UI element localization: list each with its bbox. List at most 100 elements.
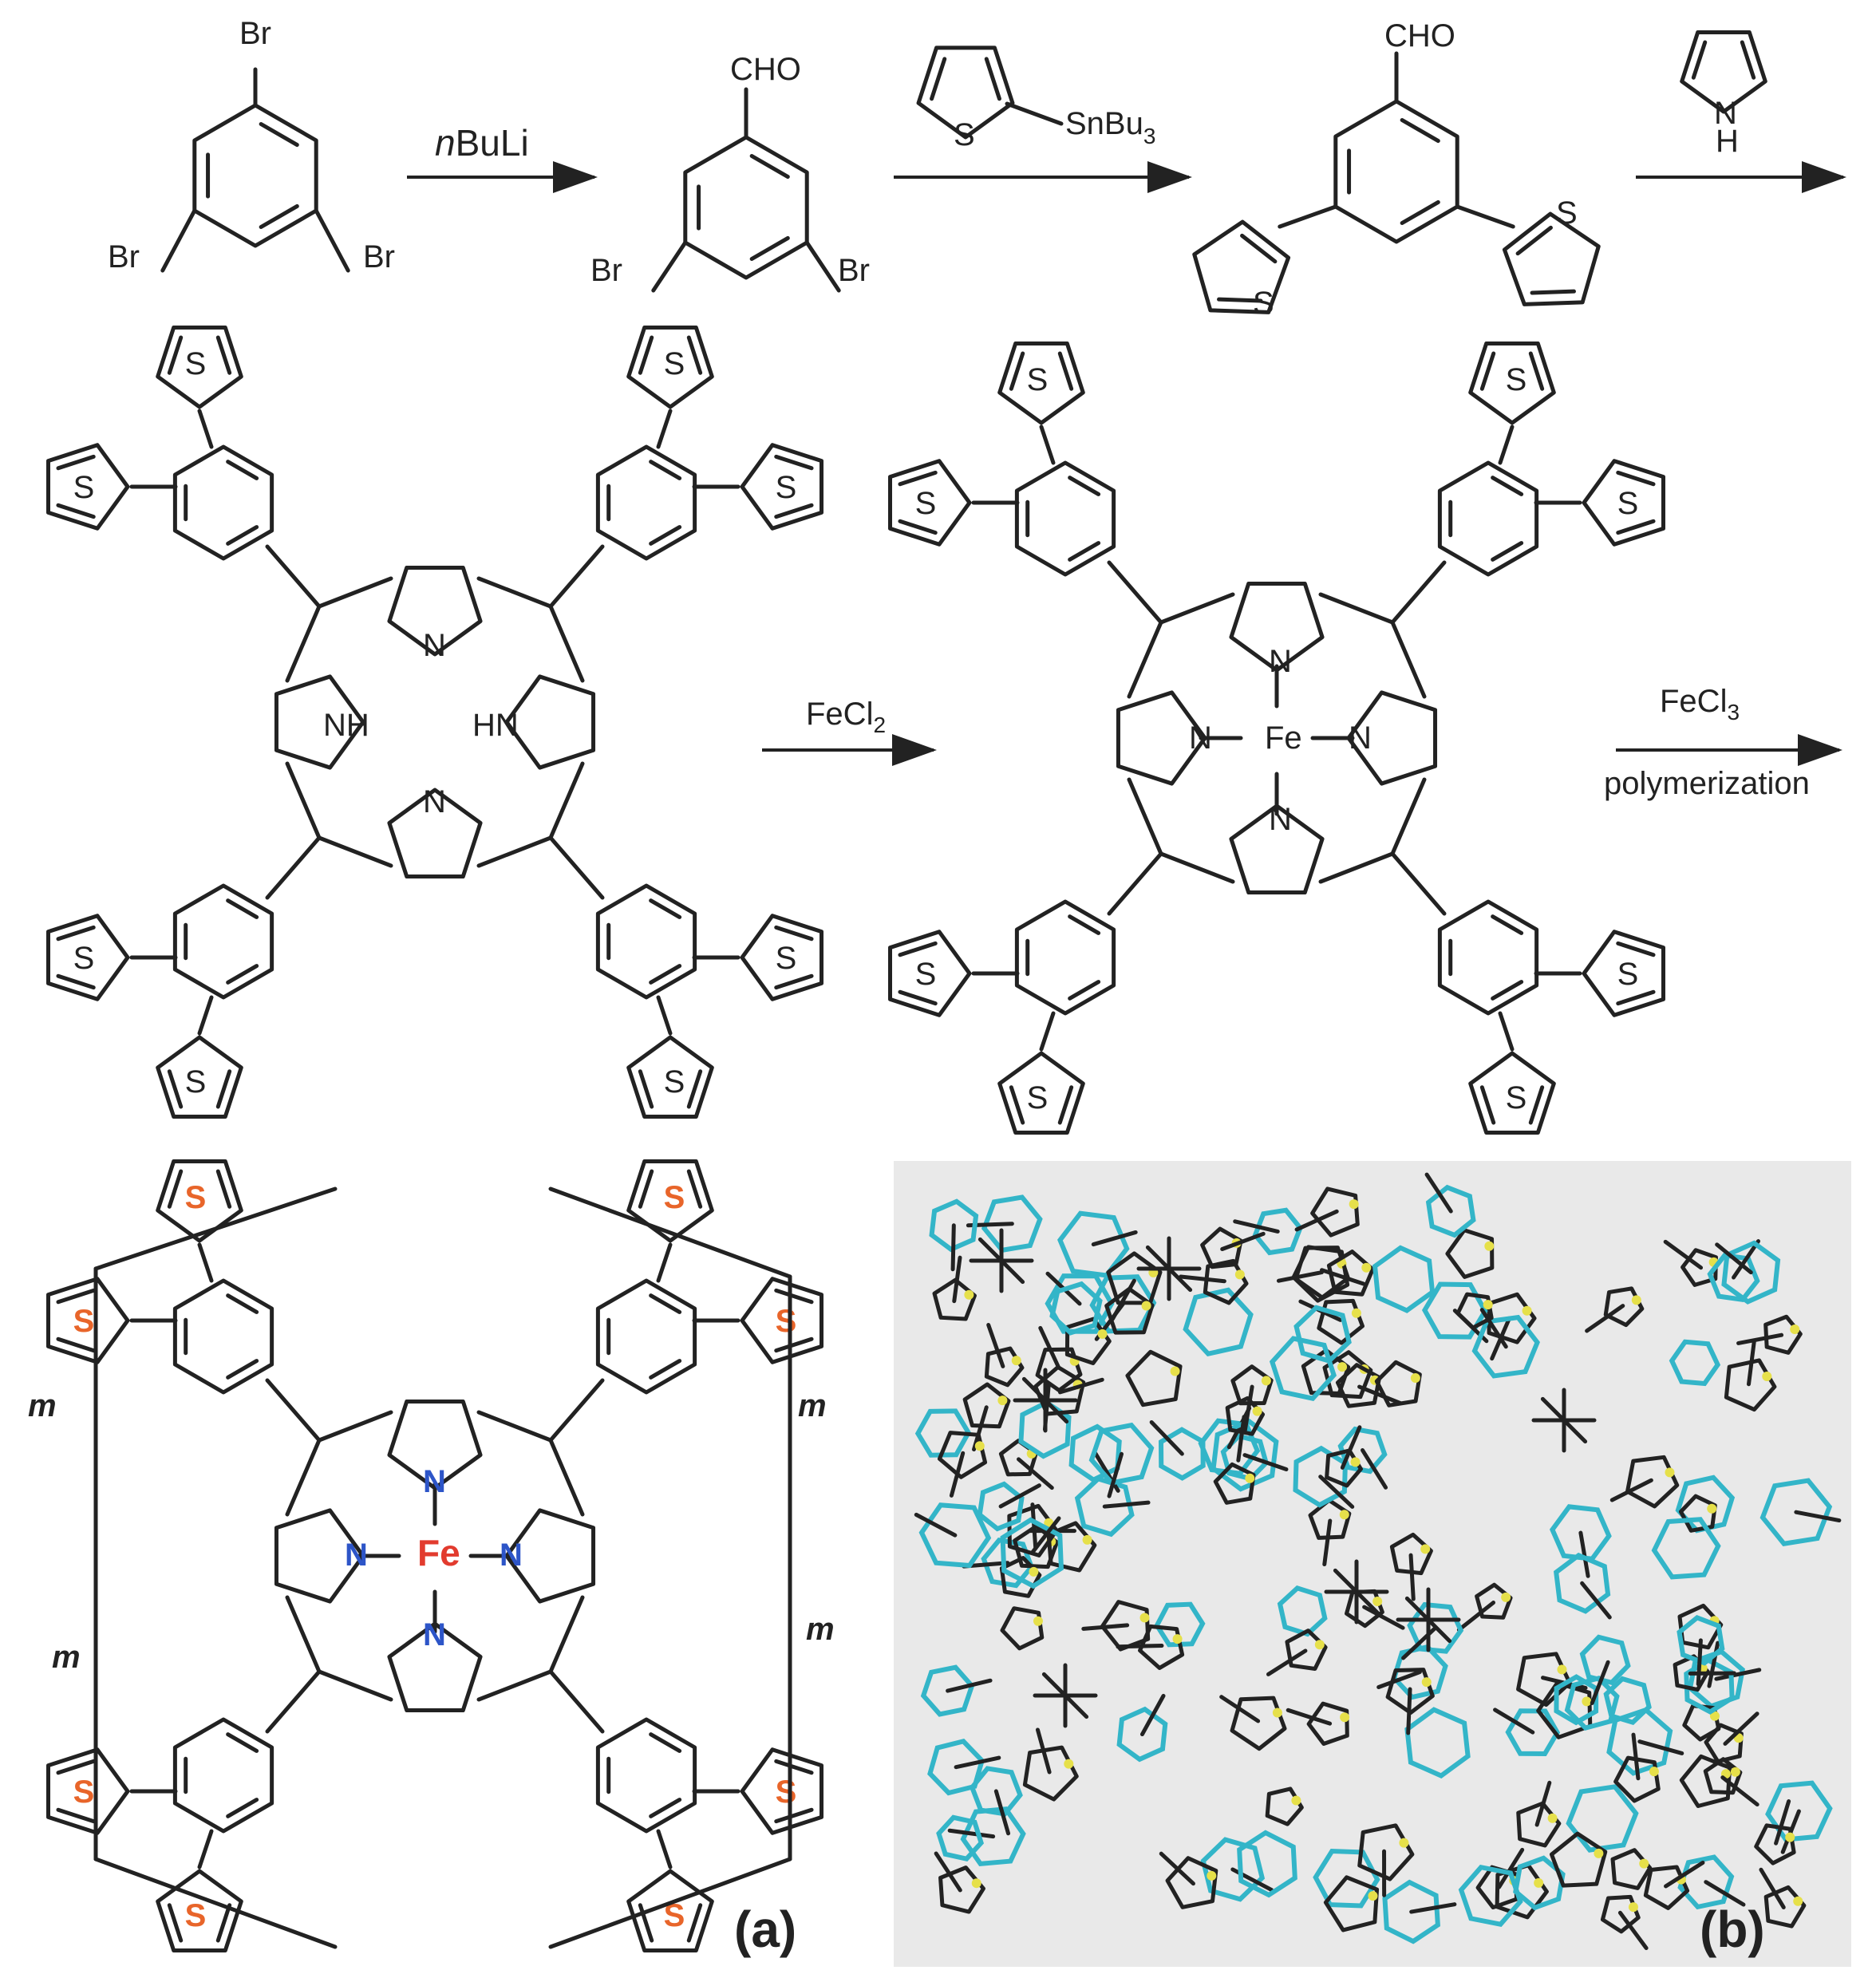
- model-benzene-69: [929, 1198, 979, 1253]
- model-link-bond: [1720, 1775, 1759, 1807]
- model-thiophene-139: [1704, 1723, 1744, 1764]
- model-thiophene-51: [1445, 1228, 1495, 1279]
- model-sulfur-atom: [1649, 1767, 1659, 1777]
- model-link-bond: [1759, 1867, 1786, 1909]
- por2-thiophene-b-0-double-bond: [898, 519, 938, 535]
- por1-aryl-ring-3: [595, 883, 697, 1000]
- model-link-bond: [1590, 1660, 1610, 1706]
- por2-thiophene-a-2-double-bond: [1057, 1085, 1074, 1125]
- model-sulfur-atom: [1349, 1199, 1359, 1210]
- model-thiophene-67: [1265, 1786, 1304, 1826]
- por2-aryl-ring-2-double-bond: [1068, 980, 1101, 1001]
- model-link-bond: [972, 1405, 989, 1452]
- model-link-bond: [934, 1851, 962, 1893]
- model-link-bond: [998, 1483, 1041, 1509]
- model-thiophene-112: [1323, 1875, 1380, 1933]
- model-thiophene-62: [1610, 1848, 1653, 1890]
- model-sulfur-atom: [1793, 1896, 1803, 1906]
- dibromobenzaldehyde: [651, 87, 841, 293]
- por2-meso-b-0: [1127, 620, 1163, 699]
- por1-meso-b-0: [285, 604, 322, 683]
- model-thiophene-89: [1613, 1755, 1661, 1803]
- model-sulfur-atom: [1314, 1640, 1325, 1650]
- model-thiophene-134: [1325, 1448, 1363, 1488]
- poly-meso-b-3: [548, 1595, 585, 1674]
- reagent2-sn-bond: [1005, 101, 1064, 126]
- por2-thiophene-a-0-double-bond: [1009, 351, 1025, 391]
- poly-thiophene-a-3-double-bond: [638, 1903, 654, 1943]
- model-link-bond: [1707, 1640, 1720, 1688]
- model-link-bond: [1220, 1231, 1266, 1252]
- por2-thiophene-a-2: [997, 1051, 1085, 1135]
- model-benzene-39: [1183, 1287, 1254, 1357]
- model-sulfur-atom: [1501, 1592, 1511, 1602]
- por2-thiophene-s-a-2: S: [1027, 1080, 1049, 1115]
- model-thiophene-53: [1200, 1226, 1243, 1269]
- model-thiophene-12: [1475, 1582, 1513, 1620]
- poly-thiophene-a-1-double-bond: [686, 1169, 703, 1209]
- por1-meso-a-0: [317, 576, 393, 609]
- tribromobenzene-ring-double-bond: [259, 203, 299, 230]
- model-sulfur-atom: [1709, 1711, 1720, 1721]
- model-benzene-98: [1458, 1864, 1523, 1927]
- por1-n-top: N: [423, 628, 446, 663]
- por1-aryl-ring-0-double-bond: [226, 525, 259, 546]
- model-link-bond: [1663, 1239, 1704, 1270]
- model-sulfur-atom: [1762, 1371, 1772, 1381]
- model-benzene-45: [1211, 1418, 1279, 1492]
- model-thiophene-135: [1703, 1757, 1743, 1795]
- model-thiophene-82: [1643, 1865, 1690, 1910]
- por1-meso-a-1: [476, 576, 553, 609]
- model-benzene-4: [1074, 1476, 1135, 1538]
- poly-aryl-ring-0-double-bond: [226, 1293, 259, 1314]
- model-link-bond: [1038, 1325, 1061, 1370]
- por1-thiophene-s-b-1: S: [776, 470, 797, 505]
- model-benzene-37: [1677, 1854, 1735, 1910]
- por2-thienyl-bond-a-1: [1498, 424, 1515, 465]
- model-benzene-27: [1391, 1644, 1448, 1700]
- por2-aryl-ring-1: [1437, 460, 1539, 577]
- poly-pyrrole-1: [387, 1621, 483, 1713]
- model-thiophene-19: [1603, 1286, 1645, 1328]
- por2-aryl-ring-1-double-bond: [1491, 541, 1524, 562]
- model-link-bond: [954, 1755, 1001, 1770]
- model-fe-n-bond-0-4: [999, 1258, 1025, 1285]
- dithienylbenzaldehyde: [1192, 51, 1601, 314]
- por1-thienyl-bond-a-3: [656, 995, 673, 1036]
- model-thiophene-60: [1306, 1701, 1349, 1746]
- por1-nh-left: NH: [323, 708, 369, 743]
- poly-thiophene-a-3: [626, 1869, 714, 1952]
- model-link-bond: [1534, 1780, 1552, 1827]
- por1-pyrrole-1: [387, 788, 483, 879]
- poly-n-left: N: [345, 1538, 368, 1573]
- por1-thiophene-a-3-double-bond: [638, 1069, 654, 1109]
- por1-thiophene-b-1-double-bond: [774, 454, 814, 471]
- model-thiophene-65: [999, 1556, 1042, 1598]
- repeat-m-left: m: [28, 1388, 57, 1423]
- model-sulfur-atom: [1011, 1356, 1021, 1366]
- mol3-thiophene-left-double-bond: [1217, 297, 1263, 303]
- model-sulfur-atom: [1361, 1262, 1372, 1273]
- poly-thienyl-bond-a-2: [197, 1829, 214, 1869]
- model-sulfur-atom: [1522, 1305, 1532, 1316]
- mol3-s-left: S: [1253, 286, 1274, 321]
- model-sulfur-atom: [1351, 1308, 1361, 1318]
- model-link-bond: [1139, 1693, 1166, 1737]
- por1-thiophene-a-3-double-bond: [686, 1069, 703, 1109]
- model-link-bond: [1294, 1209, 1339, 1232]
- poly-thienyl-bond-a-3: [656, 1829, 673, 1869]
- model-sulfur-atom: [1547, 1813, 1558, 1823]
- por1-thiophene-b-2-double-bond: [56, 973, 96, 990]
- pyrrole-ring: [1680, 30, 1767, 114]
- por2-thiophene-s-b-1: S: [1617, 486, 1639, 521]
- model-thiophene-99: [937, 1431, 988, 1479]
- model-fe-n-bond-6-4: [1063, 1693, 1089, 1719]
- model-thiophene-33: [1335, 1363, 1382, 1408]
- por1-thiophene-b-1-double-bond: [774, 503, 814, 519]
- pyrrole-ring-double-bond: [1740, 40, 1756, 80]
- br-bond-2-left: [651, 240, 688, 293]
- por2-thiophene-s-a-0: S: [1027, 362, 1049, 397]
- model-sulfur-atom: [1064, 1759, 1074, 1769]
- model-sulfur-atom: [1350, 1457, 1361, 1467]
- poly-thiophene-b-3-double-bond: [774, 1759, 814, 1775]
